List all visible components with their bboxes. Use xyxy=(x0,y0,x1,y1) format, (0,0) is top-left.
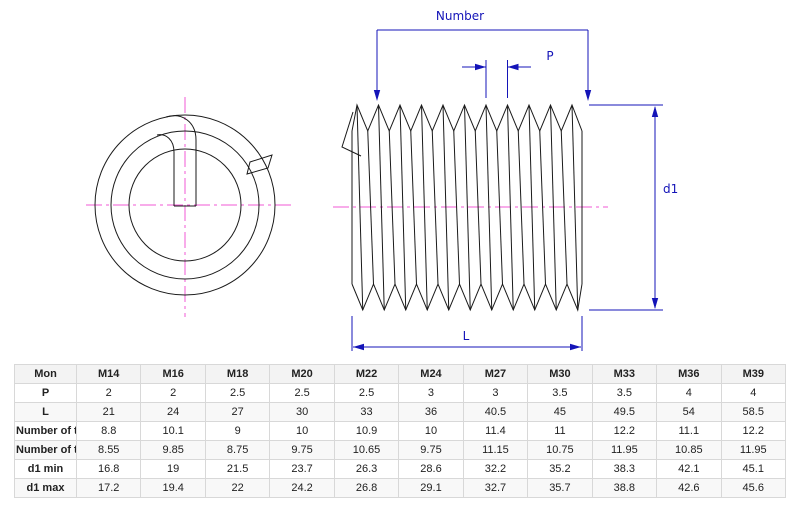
table-cell: 10.1 xyxy=(140,421,206,441)
table-cell: 42.6 xyxy=(656,478,722,498)
table-cell: 9 xyxy=(204,421,271,441)
table-cell: 2 xyxy=(75,383,142,403)
table-cell: 11.95 xyxy=(720,440,787,460)
table-cell: 45.1 xyxy=(720,459,787,479)
table-cell: 9.75 xyxy=(398,440,464,460)
table-cell: 8.75 xyxy=(204,440,271,460)
table-cell: 45 xyxy=(527,402,593,422)
table-cell: 32.2 xyxy=(462,459,529,479)
table-cell: 8.55 xyxy=(75,440,142,460)
dim-label-d1: d1 xyxy=(663,182,678,196)
table-cell: 12.2 xyxy=(720,421,787,441)
table-cell: 10.9 xyxy=(333,421,400,441)
table-cell: 11.95 xyxy=(591,440,658,460)
table-cell: 2 xyxy=(140,383,206,403)
table-cell: 11.4 xyxy=(462,421,529,441)
table-cell: 16.8 xyxy=(75,459,142,479)
table-cell: 30 xyxy=(269,402,335,422)
table-cell: 26.3 xyxy=(333,459,400,479)
table-cell: 12.2 xyxy=(591,421,658,441)
table-cell: 4 xyxy=(656,383,722,403)
table-cell: 4 xyxy=(720,383,787,403)
table-cell: 10 xyxy=(398,421,464,441)
dim-label-pitch: P xyxy=(546,49,553,63)
table-cell: 21 xyxy=(75,402,142,422)
table-cell: 27 xyxy=(204,402,271,422)
table-column-header: M39 xyxy=(720,364,787,384)
table-cell: 2.5 xyxy=(269,383,335,403)
table-cell: 10.75 xyxy=(527,440,593,460)
table-cell: 35.2 xyxy=(527,459,593,479)
table-cell: 3 xyxy=(462,383,529,403)
row-label: L xyxy=(14,402,77,422)
table-cell: 2.5 xyxy=(204,383,271,403)
table-row: Number of t...8.810.191010.91011.41112.2… xyxy=(14,421,787,441)
table-column-header: M16 xyxy=(140,364,206,384)
table-cell: 17.2 xyxy=(75,478,142,498)
table-cell: 23.7 xyxy=(269,459,335,479)
table-cell: 28.6 xyxy=(398,459,464,479)
table-cell: 9.75 xyxy=(269,440,335,460)
table-cell: 38.8 xyxy=(591,478,658,498)
table-cell: 11 xyxy=(527,421,593,441)
table-cell: 10 xyxy=(269,421,335,441)
table-cell: 19.4 xyxy=(140,478,206,498)
table-cell: 22 xyxy=(204,478,271,498)
table-cell: 58.5 xyxy=(720,402,787,422)
table-cell: 24.2 xyxy=(269,478,335,498)
dim-label-length: L xyxy=(463,329,470,343)
table-cell: 3 xyxy=(398,383,464,403)
row-label: d1 min xyxy=(14,459,77,479)
table-cell: 49.5 xyxy=(591,402,658,422)
table-cell: 33 xyxy=(333,402,400,422)
table-cell: 10.85 xyxy=(656,440,722,460)
drawing-canvas: Number P d1 L xyxy=(86,9,678,351)
table-corner-header: Mon xyxy=(14,364,77,384)
table-cell: 19 xyxy=(140,459,206,479)
table-cell: 8.8 xyxy=(75,421,142,441)
table-column-header: M22 xyxy=(333,364,400,384)
table-cell: 35.7 xyxy=(527,478,593,498)
table-column-header: M33 xyxy=(591,364,658,384)
table-column-header: M30 xyxy=(527,364,593,384)
table-cell: 10.65 xyxy=(333,440,400,460)
table-row: Number of t...8.559.858.759.7510.659.751… xyxy=(14,440,787,460)
table-cell: 36 xyxy=(398,402,464,422)
table-cell: 32.7 xyxy=(462,478,529,498)
row-label: Number of t... xyxy=(14,421,77,441)
table-cell: 9.85 xyxy=(140,440,206,460)
dim-label-number: Number xyxy=(436,9,484,23)
table-cell: 2.5 xyxy=(333,383,400,403)
table-cell: 21.5 xyxy=(204,459,271,479)
table-cell: 11.1 xyxy=(656,421,722,441)
drawing-geometry xyxy=(86,29,663,351)
table-column-header: M14 xyxy=(75,364,142,384)
table-cell: 42.1 xyxy=(656,459,722,479)
table-cell: 40.5 xyxy=(462,402,529,422)
table-column-header: M18 xyxy=(204,364,271,384)
table-cell: 3.5 xyxy=(527,383,593,403)
table-column-header: M36 xyxy=(656,364,722,384)
table-cell: 3.5 xyxy=(591,383,658,403)
table-cell: 45.6 xyxy=(720,478,787,498)
table-cell: 11.15 xyxy=(462,440,529,460)
row-label: Number of t... xyxy=(14,440,77,460)
table-column-header: M20 xyxy=(269,364,335,384)
table-cell: 26.8 xyxy=(333,478,400,498)
row-label: d1 max xyxy=(14,478,77,498)
table-column-header: M24 xyxy=(398,364,464,384)
row-label: P xyxy=(14,383,77,403)
table-cell: 29.1 xyxy=(398,478,464,498)
table-cell: 24 xyxy=(140,402,206,422)
table-cell: 54 xyxy=(656,402,722,422)
table-cell: 38.3 xyxy=(591,459,658,479)
table-column-header: M27 xyxy=(462,364,529,384)
